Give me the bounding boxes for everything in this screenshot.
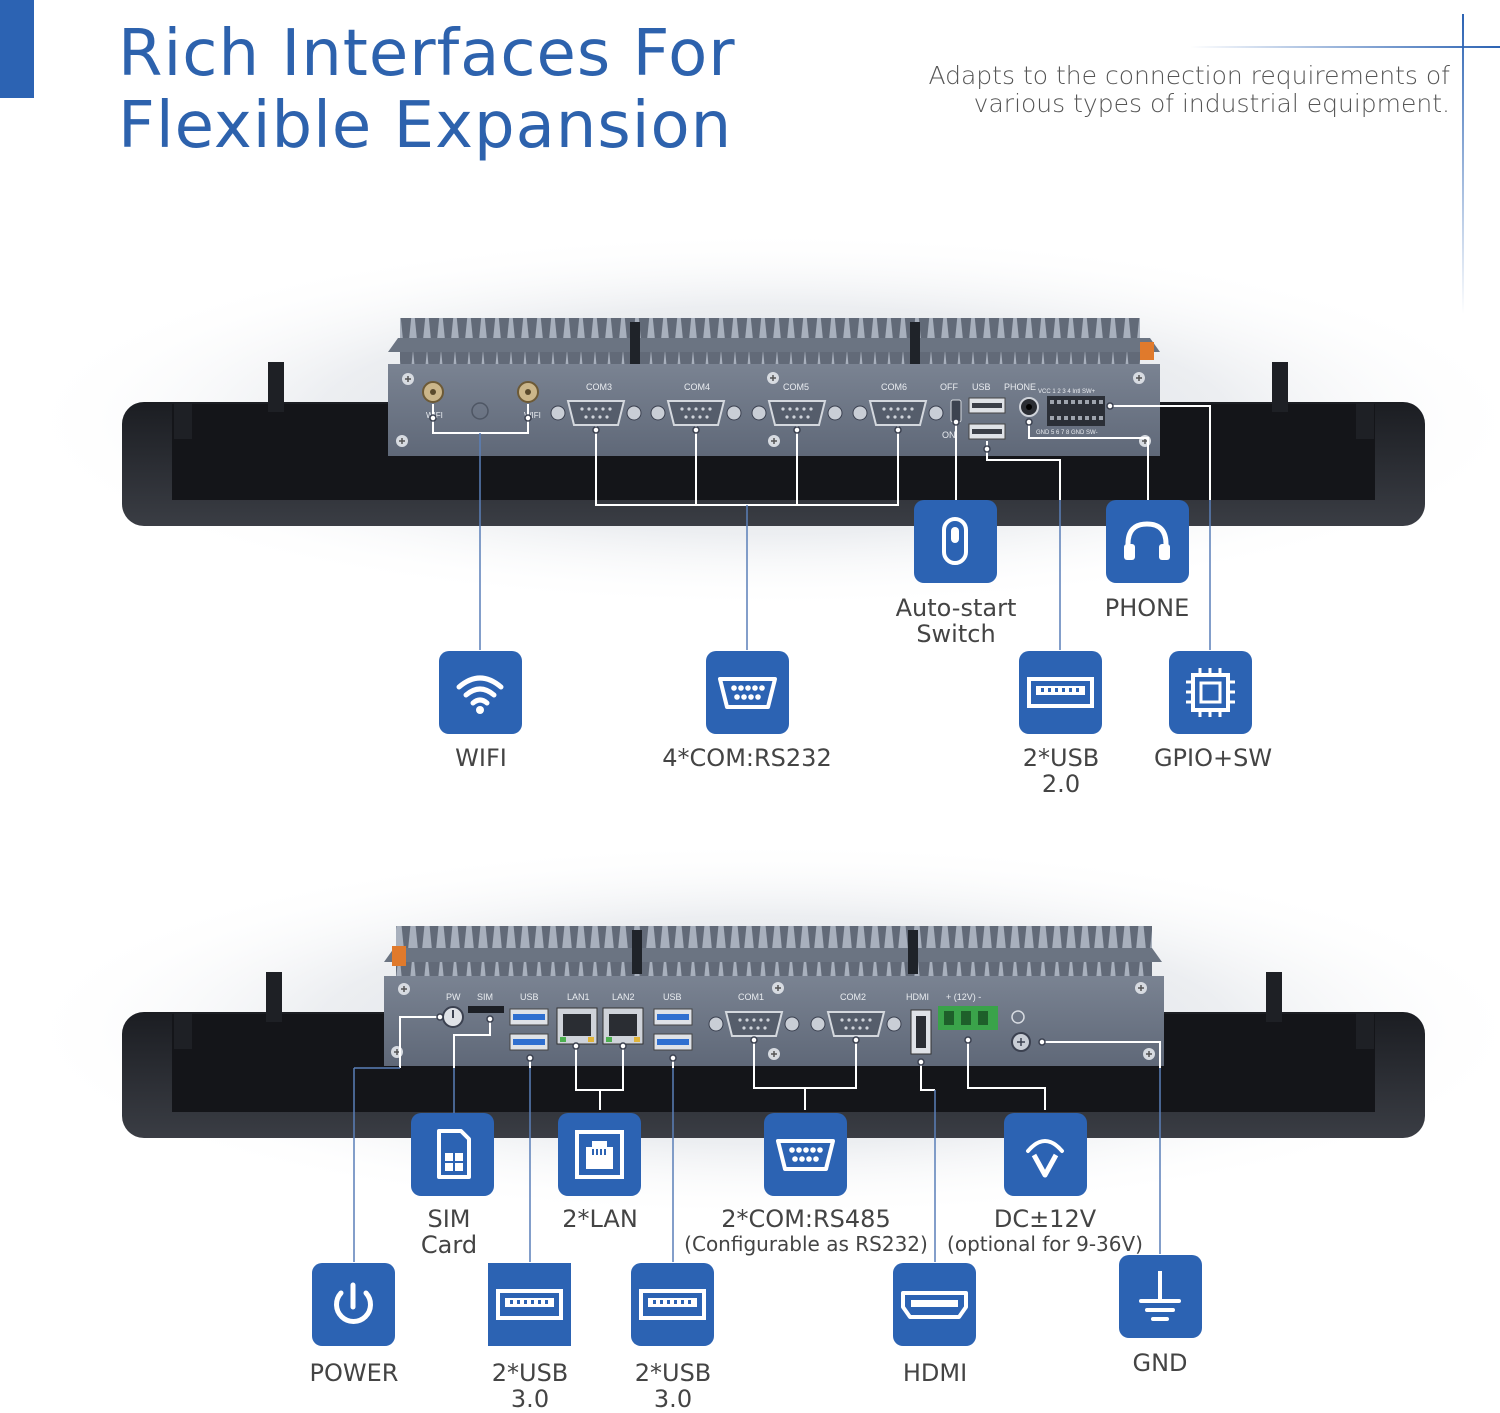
label-sim-card: SIM Card <box>420 1205 478 1259</box>
label-phone: PHONE <box>1104 594 1190 622</box>
top-icon-tiles <box>439 500 1252 734</box>
hdmi-icon <box>893 1263 976 1346</box>
svg-text:USB: USB <box>663 992 682 1002</box>
label-2-lan: 2*LAN <box>562 1205 638 1233</box>
power-icon <box>312 1263 395 1346</box>
decor-horizontal-line <box>1190 46 1500 48</box>
svg-text:COM6: COM6 <box>881 382 907 392</box>
page-subtitle: Adapts to the connection requirements of… <box>890 62 1450 118</box>
label-gpio-sw: GPIO+SW <box>1153 744 1273 772</box>
label-4-com-rs232: 4*COM:RS232 <box>662 744 832 772</box>
bottom-leader-lines <box>399 1016 1161 1110</box>
svg-text:COM4: COM4 <box>684 382 710 392</box>
bottom-hdmi-port <box>910 1009 932 1055</box>
bottom-gnd-screw <box>1011 1010 1031 1052</box>
svg-text:HDMI: HDMI <box>906 992 929 1002</box>
label-wifi: WIFI <box>455 744 507 772</box>
headphones-icon <box>1106 500 1189 583</box>
bottom-dc-terminal <box>938 1006 998 1030</box>
title-line-2: Flexible Expansion <box>118 89 733 163</box>
bottom-heatsink-base <box>384 948 1162 962</box>
top-callout-lines <box>479 433 1211 650</box>
top-mount-brackets <box>174 362 1374 439</box>
serial-port-icon <box>706 651 789 734</box>
subtitle-line-2: various types of industrial equipment. <box>973 89 1450 118</box>
svg-text:USB: USB <box>520 992 539 1002</box>
label-2-usb-2: 2*USB 2.0 <box>1022 744 1100 798</box>
bottom-usb3-ports-b <box>653 1008 693 1051</box>
bottom-device-view: PW SIM USB LAN1 LAN2 USB COM1 COM2 HDMI … <box>14 840 1500 1220</box>
svg-text:LAN2: LAN2 <box>612 992 635 1002</box>
label-dc-12v: DC±12V (optional for 9-36V) <box>947 1205 1143 1256</box>
svg-text:ON: ON <box>942 430 956 440</box>
top-port-silkscreen: COM3 COM4 COM5 COM6 OFF ON USB PHONE WIF… <box>426 382 1098 440</box>
top-device-view: COM3 COM4 COM5 COM6 OFF ON USB PHONE WIF… <box>14 230 1500 610</box>
top-usb-ports <box>968 397 1006 440</box>
svg-text:USB: USB <box>972 382 991 392</box>
label-2-usb-3-b: 2*USB 3.0 <box>634 1359 712 1413</box>
svg-text:PHONE: PHONE <box>1004 382 1036 392</box>
svg-text:VCC 1 2 3 4 Intl SW+: VCC 1 2 3 4 Intl SW+ <box>1038 389 1096 395</box>
bottom-sim-slot <box>468 1006 504 1013</box>
title-line-1: Rich Interfaces For <box>118 17 736 91</box>
sim-card-icon <box>411 1113 494 1196</box>
bottom-lan-ports <box>556 1007 644 1045</box>
label-2-com-rs485: 2*COM:RS485 (Configurable as RS232) <box>684 1205 928 1256</box>
chip-icon <box>1169 651 1252 734</box>
usb-port-icon <box>1019 651 1102 734</box>
svg-text:COM2: COM2 <box>840 992 866 1002</box>
bottom-mount-brackets <box>174 972 1374 1049</box>
dc-power-icon <box>1004 1113 1087 1196</box>
bottom-power-button <box>442 1006 464 1028</box>
decor-vertical-line <box>1462 14 1464 314</box>
bottom-usb3-ports-a <box>509 1008 549 1051</box>
svg-text:OFF: OFF <box>940 382 958 392</box>
bottom-callout-lines <box>353 1067 1161 1262</box>
label-gnd: GND <box>1132 1349 1188 1377</box>
svg-text:COM3: COM3 <box>586 382 612 392</box>
bottom-icon-tiles <box>312 1113 1202 1346</box>
svg-text:PW: PW <box>446 992 461 1002</box>
serial-port-icon <box>764 1113 847 1196</box>
bottom-port-silkscreen: PW SIM USB LAN1 LAN2 USB COM1 COM2 HDMI … <box>446 992 981 1002</box>
label-hdmi: HDMI <box>902 1359 968 1387</box>
toggle-switch-icon <box>914 500 997 583</box>
svg-text:GND 5 6 7 8 GND SW-: GND 5 6 7 8 GND SW- <box>1036 430 1098 436</box>
top-phone-jack <box>1019 397 1039 417</box>
svg-text:LAN1: LAN1 <box>567 992 590 1002</box>
top-gpio-terminal <box>1047 396 1105 426</box>
subtitle-line-1: Adapts to the connection requirements of <box>928 61 1450 90</box>
ethernet-icon <box>558 1113 641 1196</box>
page-title: Rich Interfaces For Flexible Expansion <box>118 18 736 162</box>
svg-text:WIFI: WIFI <box>524 411 541 420</box>
top-heatsink-base <box>388 338 1160 352</box>
svg-text:SIM: SIM <box>477 992 493 1002</box>
usb-port-icon <box>488 1263 571 1346</box>
svg-text:COM5: COM5 <box>783 382 809 392</box>
label-power: POWER <box>309 1359 399 1387</box>
top-wifi-connectors <box>422 381 539 420</box>
svg-text:COM1: COM1 <box>738 992 764 1002</box>
label-autostart-switch: Auto-start Switch <box>895 594 1017 648</box>
wifi-icon <box>439 651 522 734</box>
svg-text:+ (12V) -: + (12V) - <box>946 992 981 1002</box>
ground-icon <box>1119 1255 1202 1338</box>
accent-bar <box>0 0 34 98</box>
label-2-usb-3-a: 2*USB 3.0 <box>491 1359 569 1413</box>
usb-port-icon <box>631 1263 714 1346</box>
